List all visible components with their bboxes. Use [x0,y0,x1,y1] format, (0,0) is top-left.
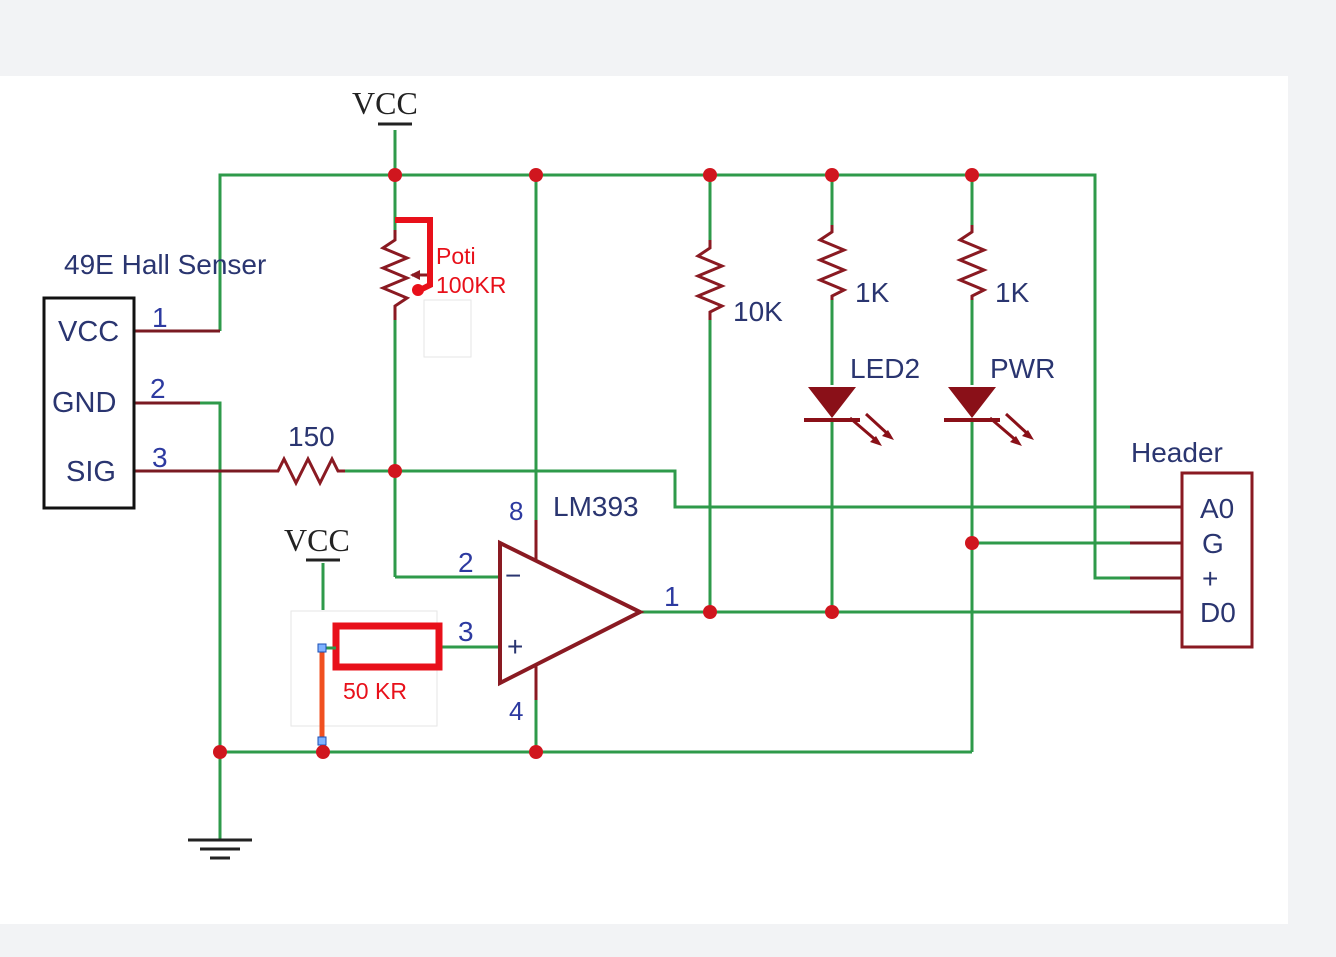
resistor-150-label: 150 [288,421,335,452]
header-title: Header [1131,437,1223,468]
resistor-1k-led2-label: 1K [855,277,890,308]
comparator-pin-8: 8 [509,496,523,526]
hall-sensor: 49E Hall Senser VCC GND SIG 1 2 3 [42,249,266,510]
poti-annotation: Poti 100KR [395,217,506,298]
led2-label: LED2 [850,353,920,384]
comparator-lm393: LM393 − + 2 3 1 8 4 [458,491,680,726]
sensor-pin-num-1: 1 [152,302,168,333]
comparator-pin-3: 3 [458,616,474,647]
ground-icon [188,838,252,860]
header-pin-plus: + [1202,563,1218,594]
resistor-1k-pwr-label: 1K [995,277,1030,308]
vcc-top-symbol: VCC [352,85,418,126]
hall-sensor-title: 49E Hall Senser [64,249,266,280]
comparator-pin-1: 1 [664,581,680,612]
poti-label-line1: Poti [436,243,476,269]
header-connector: Header A0 G + D0 [1131,437,1254,649]
vcc-top-label: VCC [352,85,418,121]
pwr-led-icon: PWR [944,353,1055,446]
sensor-pin-num-2: 2 [150,373,166,404]
resistor-1k-led2: 1K [816,225,890,308]
resistor-50kr-annotation: 50 KR [290,610,443,746]
poti-label-line2: 100KR [436,272,506,298]
resistor-10k-label: 10K [733,296,783,327]
comparator-pin-2: 2 [458,547,474,578]
wires [135,130,1180,840]
comparator-label: LM393 [553,491,639,522]
resistor-150: 150 [270,421,345,487]
sensor-pin-sig: SIG [66,456,116,488]
vcc-bottom-symbol: VCC [284,522,350,562]
schematic-canvas: VCC VCC 49E Hall Senser VCC GND SIG 1 2 … [0,76,1288,924]
sensor-pin-num-3: 3 [152,442,168,473]
comparator-pin-4: 4 [509,696,523,726]
header-pin-d0: D0 [1200,597,1236,628]
sensor-pin-gnd: GND [52,387,116,419]
led2-icon: LED2 [804,353,920,446]
comparator-minus: − [505,560,521,591]
comparator-plus: + [507,631,523,662]
vcc-bottom-label: VCC [284,522,350,558]
schematic-svg: VCC VCC 49E Hall Senser VCC GND SIG 1 2 … [42,85,1254,860]
header-pin-a0: A0 [1200,493,1234,524]
resistor-50kr-label: 50 KR [343,678,407,704]
pwr-label: PWR [990,353,1055,384]
resistor-10k: 10K [694,240,783,327]
resistor-1k-pwr: 1K [956,225,1030,308]
junction-nodes [213,168,979,759]
header-pin-g: G [1202,528,1224,559]
sensor-leads [135,329,1182,614]
sensor-pin-vcc: VCC [58,316,119,348]
